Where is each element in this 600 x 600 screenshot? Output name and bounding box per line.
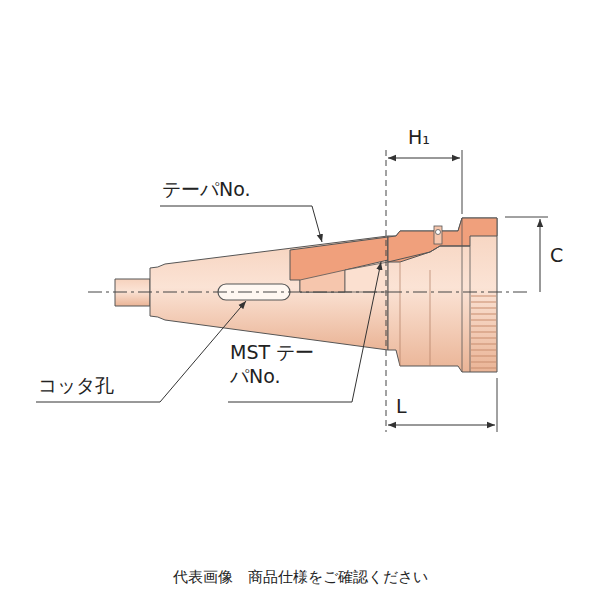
dimension-label: L	[396, 395, 426, 419]
caption: 代表画像 商品仕様をご確認ください	[0, 568, 600, 587]
dimension-label: H₁	[408, 126, 468, 150]
part-label: コッタ孔	[38, 374, 158, 398]
dimension-label: C	[550, 244, 580, 268]
part-label: テーパNo.	[162, 178, 312, 202]
part-label: MST テーパNo.	[230, 341, 330, 389]
